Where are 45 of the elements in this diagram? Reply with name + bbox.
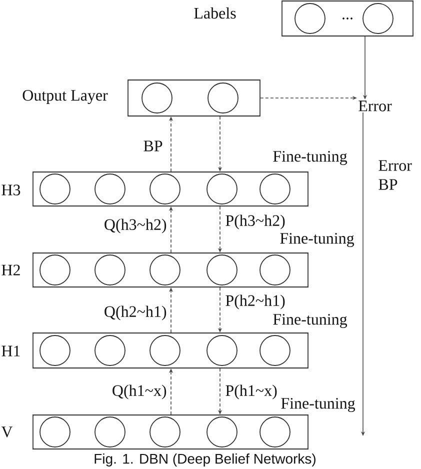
neuron-circle — [260, 335, 290, 366]
neuron-circle — [294, 3, 326, 34]
annotation: Fine-tuning — [281, 398, 356, 412]
neuron-circle — [40, 335, 70, 366]
annotation: Fine-tuning — [273, 150, 348, 166]
neuron-circle — [260, 174, 290, 204]
neuron-circle — [40, 416, 70, 448]
neuron-circle — [40, 254, 70, 286]
neuron-circle — [362, 3, 394, 34]
caption: Fig. 1. DBN (Deep Belief Networks) — [94, 453, 316, 467]
neuron-circle — [208, 82, 238, 114]
neuron-circle — [206, 416, 238, 448]
neuron-circle — [260, 254, 290, 286]
neuron-circle — [150, 416, 180, 448]
neuron-circle — [206, 254, 238, 286]
layer-label: Output Layer — [22, 90, 108, 104]
layer-box: ... — [282, 0, 414, 36]
annotation: Fine-tuning — [273, 314, 348, 328]
layer-label: Labels — [194, 7, 236, 19]
neuron-circle — [260, 416, 290, 448]
neuron-circle — [150, 254, 180, 286]
layer-label: H1 — [2, 346, 20, 356]
edge-label: Q(h3~h2) — [102, 218, 168, 234]
neuron-circle — [206, 335, 238, 366]
edge-label: P(h1~x) — [224, 384, 278, 400]
node-label: Error — [358, 100, 392, 112]
layer-label: V — [1, 426, 13, 438]
neuron-circle — [40, 174, 70, 204]
edge-label: P(h2~h1) — [224, 294, 286, 310]
edge-label: P(h3~h2) — [224, 214, 286, 230]
neuron-circle — [94, 335, 126, 366]
neuron-circle — [94, 254, 126, 286]
neuron-circle — [206, 174, 238, 204]
annotation: Fine-tuning — [280, 232, 354, 248]
neuron-circle — [150, 174, 180, 204]
neuron-circle — [94, 416, 126, 448]
edge-label: Q(h2~h1) — [102, 304, 168, 322]
neuron-circle — [94, 174, 126, 204]
edge-label: Error BP — [377, 159, 421, 191]
edge-label: BP — [142, 140, 164, 152]
layer-label: H3 — [2, 184, 20, 196]
edge-label: Q(h1~x) — [110, 384, 168, 400]
neuron-circle — [142, 82, 172, 114]
neuron-circle — [150, 335, 180, 366]
layer-label: H2 — [2, 264, 20, 276]
